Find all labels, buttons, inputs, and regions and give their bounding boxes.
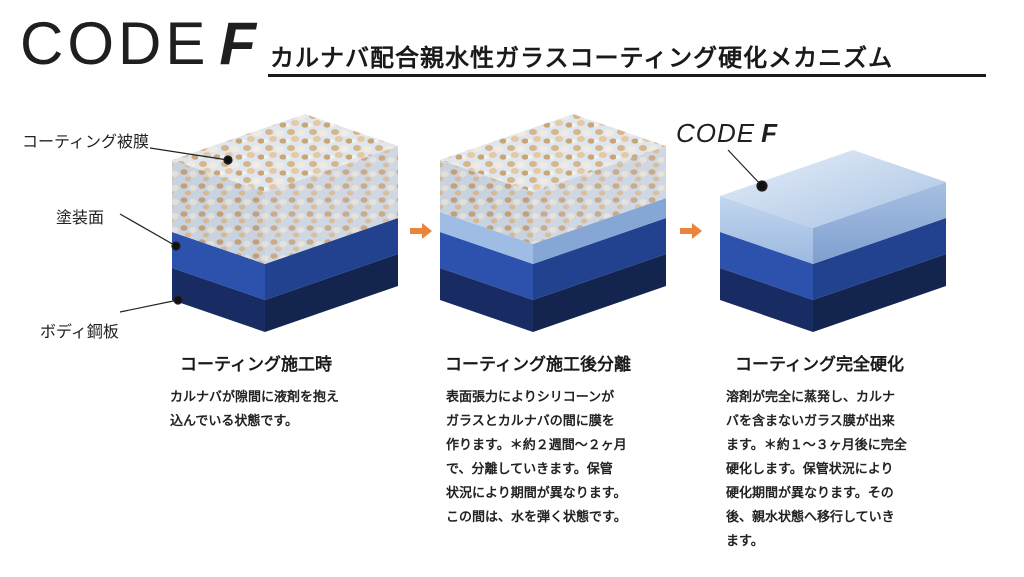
label-coating-film: コーティング被膜 [22,132,150,151]
desc-line: 表面張力によりシリコーンが [446,390,615,405]
caption-stage-1: コーティング施工時 [180,355,332,375]
desc-line: 込んでいる状態です。 [170,414,299,429]
desc-line: で、分離していきます。保管 [446,462,613,477]
block1-paint-side [265,218,398,300]
block-stage-2 [440,114,666,332]
desc-line: 後、親水状態へ移行していき [726,510,895,525]
desc-line: 硬化期間が異なります。その [726,486,894,501]
callout-lines [119,147,768,313]
desc-stage-1: カルナバが隙間に液剤を抱え 込んでいる状態です。 [170,386,400,434]
block-stage-1 [172,114,398,332]
desc-line: 硬化します。保管状況により [726,462,894,477]
page-title: カルナバ配合親水性ガラスコーティング硬化メカニズム [270,44,894,72]
block1-coating-top [172,114,398,192]
label-paint-surface: 塗装面 [56,208,105,227]
logo-text: CODE [20,10,210,77]
caption-stage-2: コーティング施工後分離 [445,355,631,375]
desc-line: バを含まないガラス膜が出来 [726,414,895,429]
code-f-label-text: CODE [676,118,756,148]
desc-line: 作ります。＊約２週間〜２ヶ月 [446,438,627,453]
block1-coating-side [265,146,398,264]
arrow-stage-1-to-2 [410,223,432,239]
logo-mark: F [219,10,261,77]
desc-stage-3: 溶剤が完全に蒸発し、カルナ バを含まないガラス膜が出来 ます。＊約１〜３ヶ月後に… [726,386,966,554]
block-stage-3 [720,150,946,332]
desc-line: ます。＊約１〜３ヶ月後に完全 [726,438,907,453]
block1-steel-front [172,268,265,332]
block1-paint-front [172,232,265,300]
desc-line: ガラスとカルナバの間に膜を [446,414,615,429]
block1-steel-side [265,254,398,332]
desc-line: カルナバが隙間に液剤を抱え [170,390,340,405]
desc-stage-2: 表面張力によりシリコーンが ガラスとカルナバの間に膜を 作ります。＊約２週間〜２… [446,386,686,530]
code-f-label-mark: F [761,118,779,148]
block1-coating-front [172,160,265,264]
desc-line: ます。 [726,534,764,549]
desc-line: 状況により期間が異なります。 [446,486,627,501]
arrow-stage-2-to-3 [680,223,702,239]
title-underline [268,74,986,77]
caption-stage-3: コーティング完全硬化 [735,355,904,375]
desc-line: この間は、水を弾く状態です。 [446,510,627,525]
label-body-steel: ボディ鋼板 [40,322,119,341]
desc-line: 溶剤が完全に蒸発し、カルナ [726,390,896,405]
